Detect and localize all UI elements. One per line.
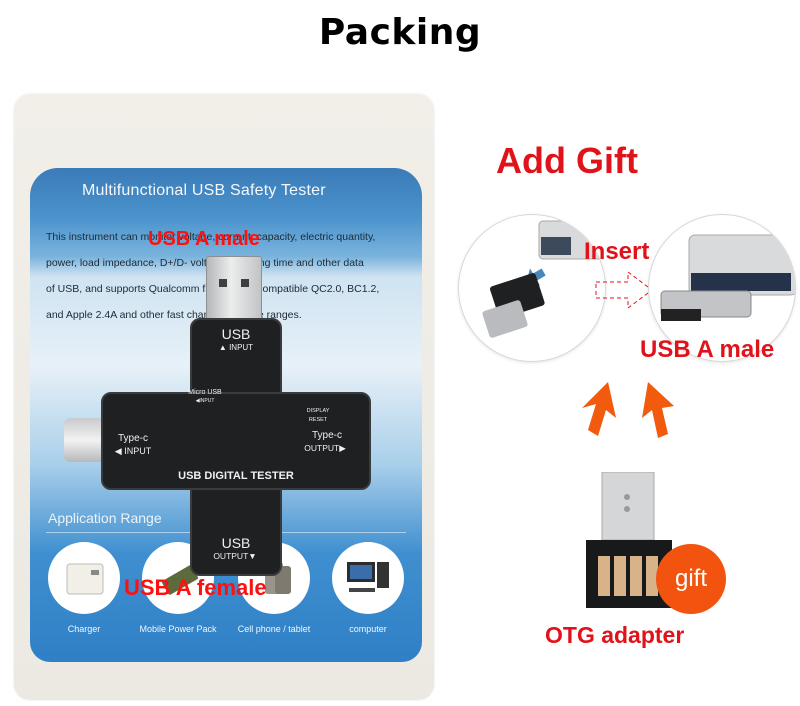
application-label: computer bbox=[349, 624, 387, 634]
card-title: Multifunctional USB Safety Tester bbox=[82, 182, 326, 199]
usb-a-male-label: USB A male bbox=[640, 336, 775, 363]
otg-before-insert-image bbox=[458, 214, 606, 362]
application-charger: Charger bbox=[44, 542, 124, 634]
gift-badge: gift bbox=[656, 544, 726, 614]
computer-icon bbox=[332, 542, 404, 614]
application-range-heading: Application Range bbox=[48, 510, 162, 526]
description-line: power, load impedance, D+/D- voltage, ch… bbox=[46, 257, 364, 269]
charger-icon bbox=[48, 542, 120, 614]
page-title: Packing bbox=[318, 12, 482, 53]
application-label: Charger bbox=[67, 624, 101, 634]
application-computer: computer bbox=[328, 542, 408, 634]
otg-adapter-label: OTG adapter bbox=[545, 622, 685, 648]
application-label: Cell phone / tablet bbox=[237, 624, 311, 634]
description-line: This instrument can monitor voltage, cur… bbox=[46, 231, 376, 243]
application-label: Mobile Power Pack bbox=[139, 624, 217, 634]
type-c-plug bbox=[64, 418, 104, 462]
up-arrow-icon bbox=[578, 378, 620, 445]
divider bbox=[46, 532, 406, 533]
usb-a-male-overlay: USB A male bbox=[148, 228, 260, 250]
gift-title: Add Gift bbox=[496, 140, 638, 181]
usb-a-female-overlay: USB A female bbox=[124, 575, 267, 600]
usb-a-male-plug bbox=[206, 256, 262, 322]
insert-arrow-icon bbox=[594, 270, 656, 315]
up-arrow-icon bbox=[636, 378, 678, 445]
insert-label: Insert bbox=[584, 238, 650, 265]
otg-inserted-image bbox=[648, 214, 796, 362]
